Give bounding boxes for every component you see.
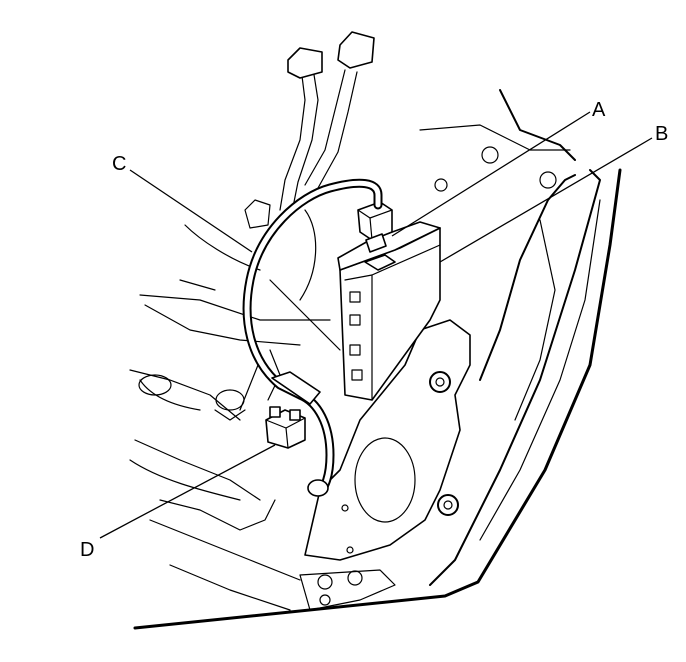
leader-lines — [99, 111, 653, 539]
harness-c — [242, 178, 383, 497]
leader-d — [99, 444, 276, 539]
callout-b: B — [655, 123, 668, 145]
background-structure — [129, 31, 622, 630]
leader-a — [391, 111, 591, 237]
callout-c: C — [112, 153, 126, 175]
connector-d — [265, 406, 306, 449]
callout-d: D — [80, 539, 94, 561]
leader-c — [129, 169, 253, 253]
leader-b — [439, 137, 653, 263]
callout-a: A — [592, 99, 606, 121]
control-unit — [337, 221, 441, 401]
